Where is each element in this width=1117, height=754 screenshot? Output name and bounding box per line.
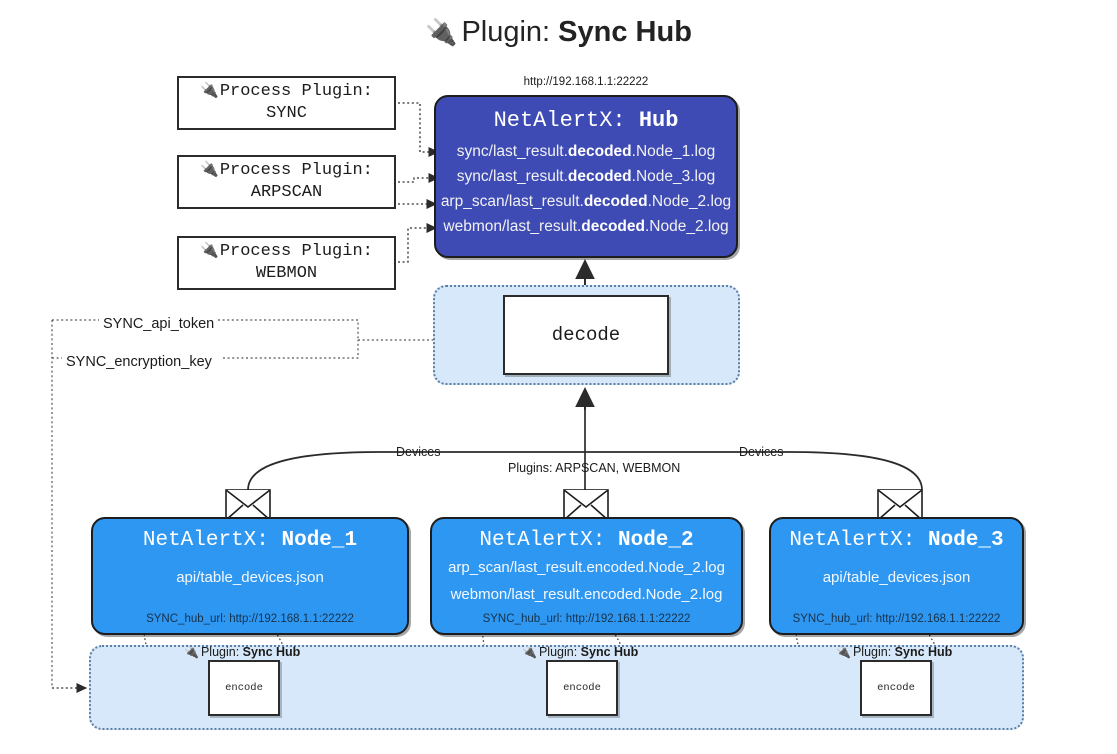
node-box-node-3[interactable]: NetAlertX: Node_3 api/table_devices.json… — [769, 517, 1024, 635]
sync-api-token-label: SYNC_api_token — [103, 316, 215, 332]
hub-url-label: http://192.168.1.1:22222 — [523, 76, 649, 88]
page-title: 🔌Plugin: Sync Hub — [0, 16, 1117, 49]
process-plugin-sync-line1: Process Plugin: — [219, 81, 373, 101]
node-title-name: Node_1 — [281, 529, 358, 552]
hub-row: webmon/last_result.decoded.Node_2.log — [436, 214, 736, 239]
plug-icon: 🔌 — [200, 159, 219, 178]
encode-plugin-name: Sync Hub — [894, 645, 953, 659]
plug-icon: 🔌 — [836, 645, 851, 659]
node-box-node-2[interactable]: NetAlertX: Node_2 arp_scan/last_result.e… — [430, 517, 743, 635]
node-row: api/table_devices.json — [176, 569, 324, 586]
node-title-prefix: NetAlertX: — [789, 529, 916, 552]
edge-label-devices-right: Devices — [739, 445, 784, 459]
envelope-icon — [225, 489, 271, 521]
hub-row-post: .Node_1.log — [631, 143, 716, 160]
edge-label-plugins: Plugins: ARPSCAN, WEBMON — [508, 461, 681, 475]
process-plugin-webmon-line1: Process Plugin: — [219, 241, 373, 261]
encode-plugin-label-3: 🔌Plugin: Sync Hub — [836, 645, 952, 659]
process-plugin-webmon-line2: WEBMON — [255, 264, 318, 283]
process-plugin-sync-line2: SYNC — [266, 104, 307, 123]
edge-label-devices-left: Devices — [396, 445, 441, 459]
encode-plugin-prefix: Plugin: — [538, 645, 578, 659]
hub-title: NetAlertX: Hub — [436, 108, 736, 133]
plug-icon: 🔌 — [522, 645, 537, 659]
plug-icon: 🔌 — [425, 17, 458, 47]
node-row: webmon/last_result.encoded.Node_2.log — [450, 586, 723, 603]
hub-row-mid: decoded — [567, 143, 632, 160]
page-title-name: Sync Hub — [558, 16, 692, 48]
hub-row: arp_scan/last_result.decoded.Node_2.log — [436, 189, 736, 214]
node-row: arp_scan/last_result.encoded.Node_2.log — [448, 559, 725, 576]
envelope-icon — [563, 489, 609, 521]
hub-row-post: .Node_3.log — [631, 168, 716, 185]
hub-title-name: Hub — [638, 108, 679, 133]
node-box-node-1[interactable]: NetAlertX: Node_1 api/table_devices.json… — [91, 517, 409, 635]
process-plugin-sync[interactable]: 🔌Process Plugin: SYNC — [177, 76, 396, 130]
encode-plugin-name: Sync Hub — [242, 645, 301, 659]
page-title-prefix: Plugin: — [461, 16, 551, 48]
process-plugin-arpscan[interactable]: 🔌Process Plugin: ARPSCAN — [177, 155, 396, 209]
node-hub-url: SYNC_hub_url: http://192.168.1.1:22222 — [482, 613, 691, 625]
hub-row-mid: decoded — [567, 168, 632, 185]
hub-row-pre: arp_scan/last_result. — [440, 193, 584, 210]
node-title-name: Node_2 — [618, 529, 694, 552]
encode-box-1[interactable]: encode — [208, 660, 280, 716]
encode-box-3[interactable]: encode — [860, 660, 932, 716]
node-title: NetAlertX: Node_3 — [771, 529, 1022, 552]
encode-plugin-label-1: 🔌Plugin: Sync Hub — [184, 645, 300, 659]
encode-box-2[interactable]: encode — [546, 660, 618, 716]
plug-icon: 🔌 — [200, 80, 219, 99]
process-plugin-arpscan-line1: Process Plugin: — [219, 160, 373, 180]
sync-encryption-key-label: SYNC_encryption_key — [66, 354, 212, 370]
node-title-prefix: NetAlertX: — [479, 529, 606, 552]
node-title-name: Node_3 — [928, 529, 1004, 552]
hub-row-mid: decoded — [581, 218, 645, 235]
node-row: api/table_devices.json — [822, 569, 971, 586]
hub-row-pre: sync/last_result. — [456, 143, 568, 160]
envelope-icon — [877, 489, 923, 521]
hub-row-post: .Node_2.log — [644, 218, 729, 235]
node-title: NetAlertX: Node_1 — [93, 529, 407, 552]
hub-row: sync/last_result.decoded.Node_3.log — [436, 164, 736, 189]
plug-icon: 🔌 — [184, 645, 199, 659]
node-title-prefix: NetAlertX: — [142, 529, 269, 552]
node-hub-url: SYNC_hub_url: http://192.168.1.1:22222 — [792, 613, 1001, 625]
node-row-list: api/table_devices.json — [93, 564, 407, 591]
encode-plugin-prefix: Plugin: — [200, 645, 240, 659]
hub-row-post: .Node_2.log — [647, 193, 732, 210]
process-plugin-webmon[interactable]: 🔌Process Plugin: WEBMON — [177, 236, 396, 290]
encode-plugin-label-2: 🔌Plugin: Sync Hub — [522, 645, 638, 659]
hub-row: sync/last_result.decoded.Node_1.log — [436, 139, 736, 164]
hub-row-mid: decoded — [583, 193, 648, 210]
hub-row-pre: sync/last_result. — [456, 168, 568, 185]
decode-box[interactable]: decode — [503, 295, 669, 375]
hub-row-list: sync/last_result.decoded.Node_1.log sync… — [436, 139, 736, 239]
node-title: NetAlertX: Node_2 — [432, 529, 741, 552]
hub-title-prefix: NetAlertX: — [493, 108, 626, 133]
hub-node[interactable]: NetAlertX: Hub sync/last_result.decoded.… — [434, 95, 738, 258]
plug-icon: 🔌 — [200, 240, 219, 259]
encode-plugin-prefix: Plugin: — [852, 645, 892, 659]
encode-plugin-name: Sync Hub — [580, 645, 639, 659]
hub-row-pre: webmon/last_result. — [443, 218, 582, 235]
node-row-list: api/table_devices.json — [771, 564, 1022, 591]
process-plugin-arpscan-line2: ARPSCAN — [250, 183, 323, 202]
node-row-list: arp_scan/last_result.encoded.Node_2.log … — [432, 554, 741, 608]
node-hub-url: SYNC_hub_url: http://192.168.1.1:22222 — [146, 613, 354, 625]
